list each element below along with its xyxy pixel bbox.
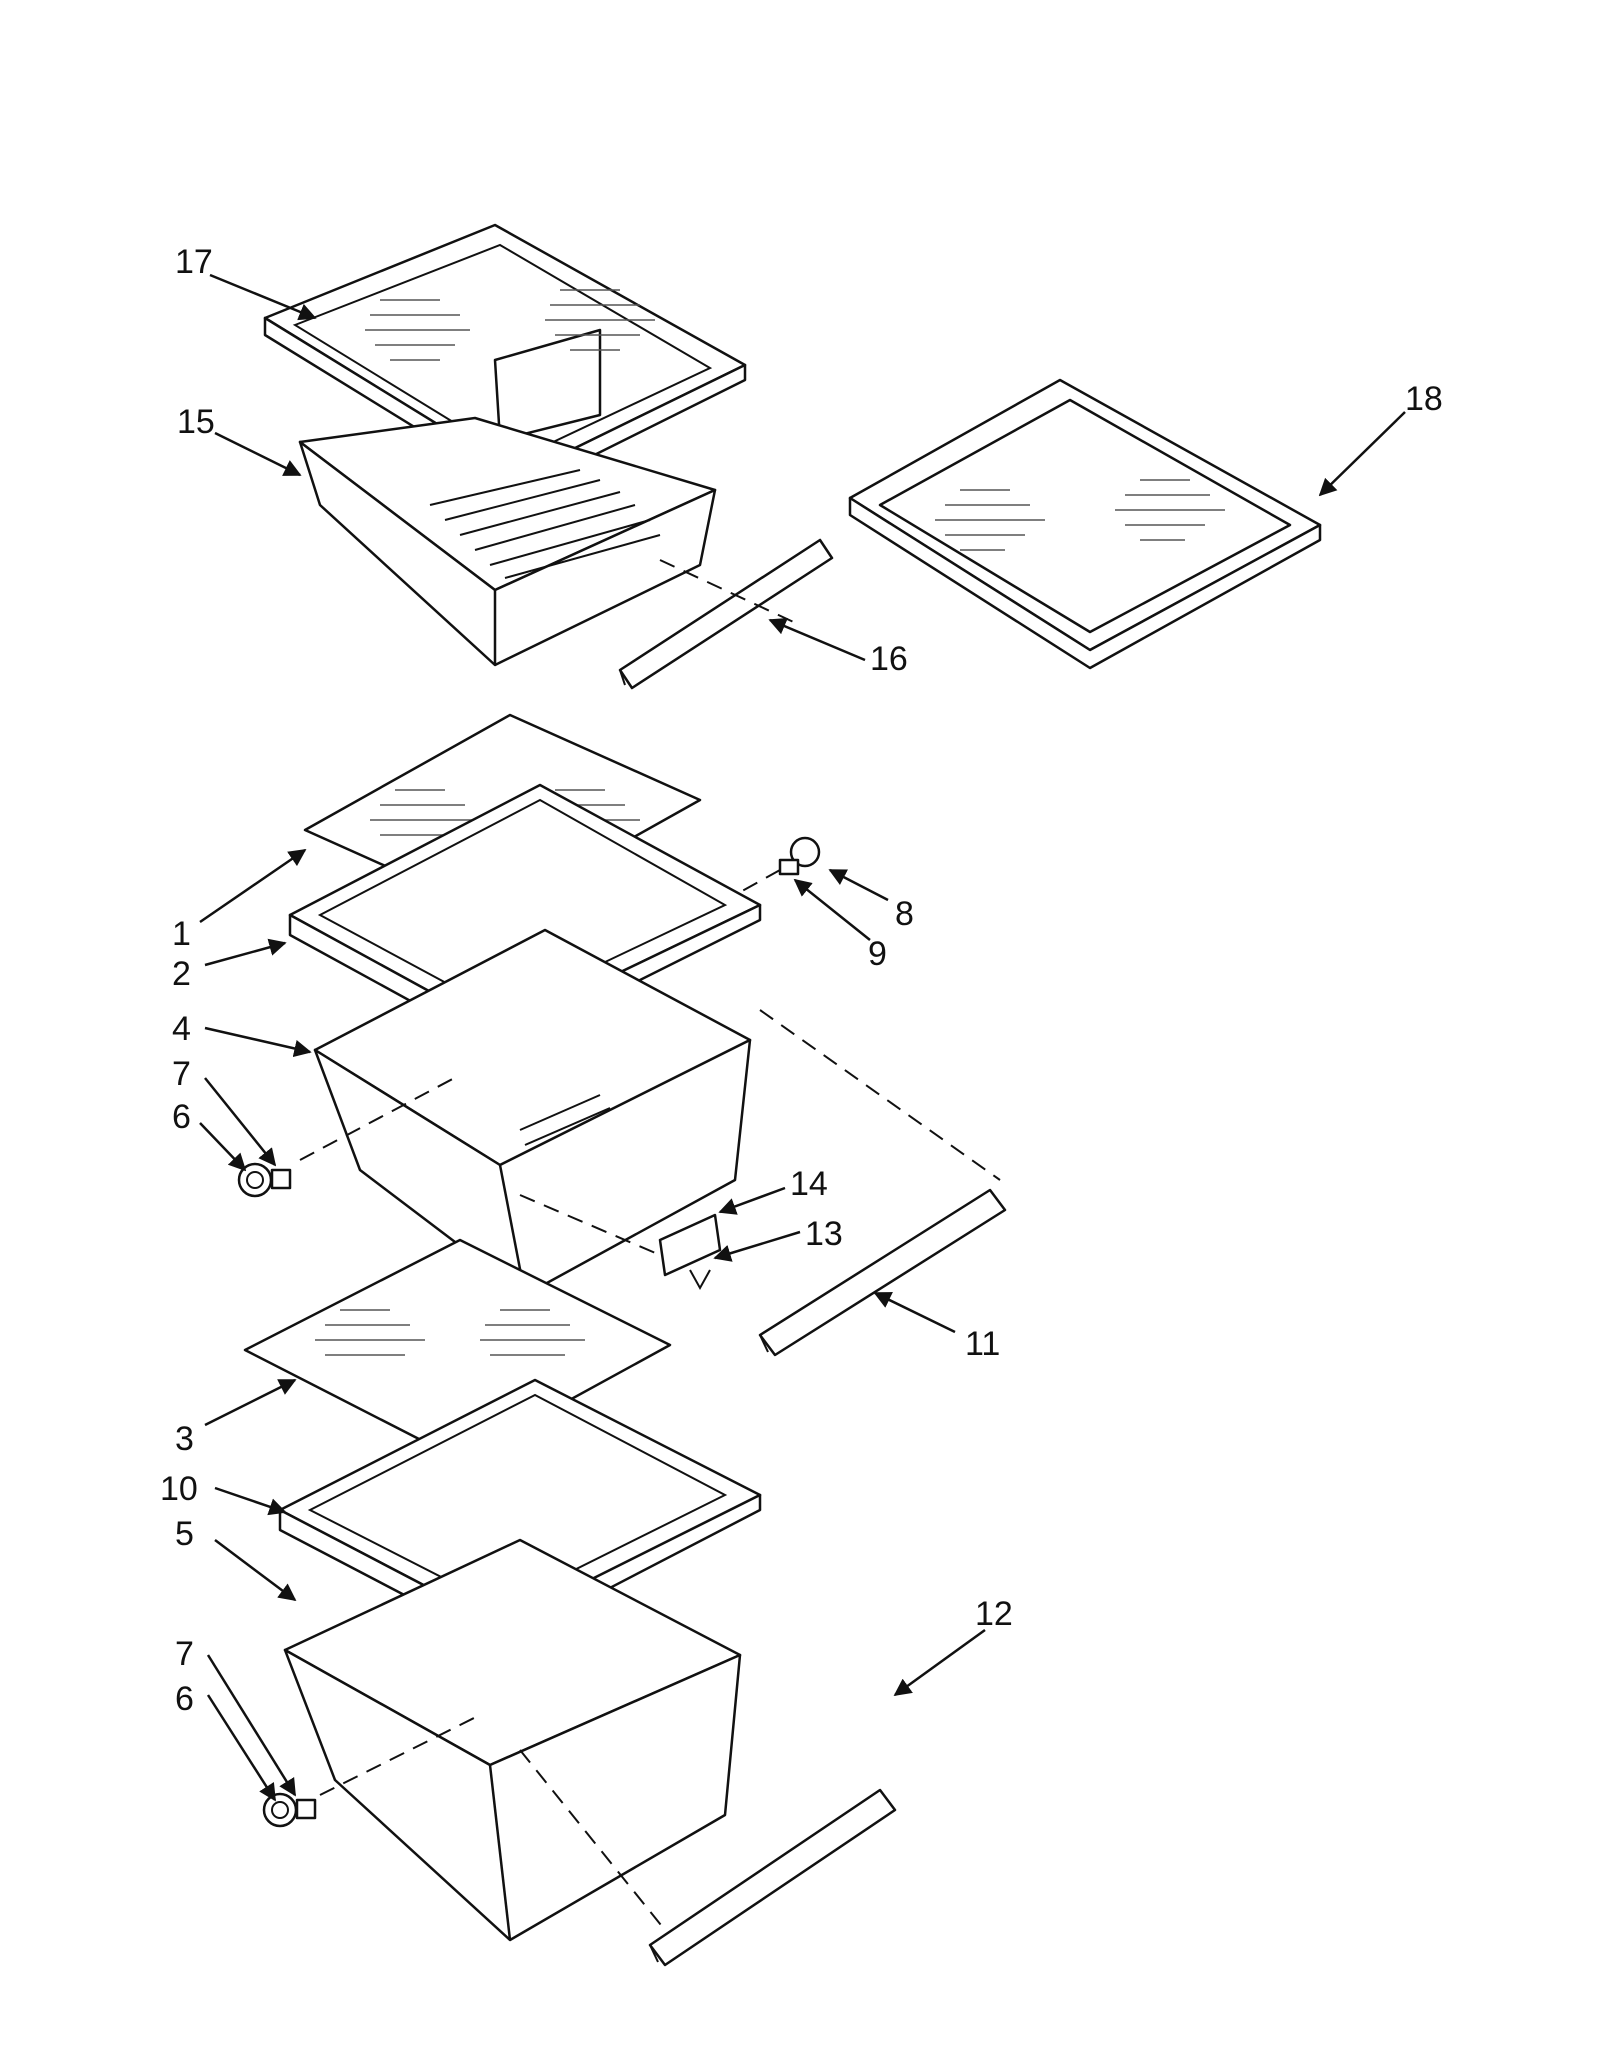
part-15-tray (298, 416, 717, 667)
part-18-shelf (848, 378, 1322, 670)
callout-15: 15 (177, 403, 215, 441)
callout-1: 1 (172, 915, 191, 953)
callout-9: 9 (868, 935, 887, 973)
callout-12: 12 (975, 1595, 1013, 1633)
part-15-ridges (429, 469, 661, 579)
callout-14: 14 (790, 1165, 828, 1203)
part-18-glass-hatch (935, 479, 1225, 551)
part-17-shelf-frame (263, 223, 747, 494)
part-3-glass-hatch (315, 1309, 585, 1356)
callout-5: 5 (175, 1515, 194, 1553)
part-12-trim (648, 1788, 897, 1967)
assembly-lines (299, 559, 1001, 1931)
callout-7-lower: 7 (175, 1635, 194, 1673)
callout-labels: 17 15 16 18 1 2 4 7 6 8 9 14 13 11 3 10 … (160, 243, 1443, 1718)
leader-lines (199, 273, 1406, 1802)
part-5-drawer (283, 1538, 742, 1942)
callout-17: 17 (175, 243, 213, 281)
part-4-ridges (519, 1094, 611, 1146)
part-16-trim (618, 538, 834, 690)
part-4-drawer (313, 928, 752, 1297)
part-6-7-wheel-lower (262, 1792, 317, 1828)
callout-10: 10 (160, 1470, 198, 1508)
part-13-14-bracket (658, 1213, 722, 1291)
callout-4: 4 (172, 1010, 191, 1048)
callout-6-lower: 6 (175, 1680, 194, 1718)
callout-6-upper: 6 (172, 1098, 191, 1136)
callout-3: 3 (175, 1420, 194, 1458)
part-17-glass-hatch (365, 289, 655, 361)
callout-8: 8 (895, 895, 914, 933)
callout-18: 18 (1405, 380, 1443, 418)
callout-7-upper: 7 (172, 1055, 191, 1093)
part-11-trim (758, 1188, 1007, 1357)
part-8-9-wheel-screw (778, 836, 821, 876)
callout-13: 13 (805, 1215, 843, 1253)
part-6-7-wheel-upper (237, 1162, 292, 1198)
callout-2: 2 (172, 955, 191, 993)
callout-16: 16 (870, 640, 908, 678)
callout-11: 11 (965, 1325, 1000, 1363)
part-3-glass (243, 1238, 672, 1462)
